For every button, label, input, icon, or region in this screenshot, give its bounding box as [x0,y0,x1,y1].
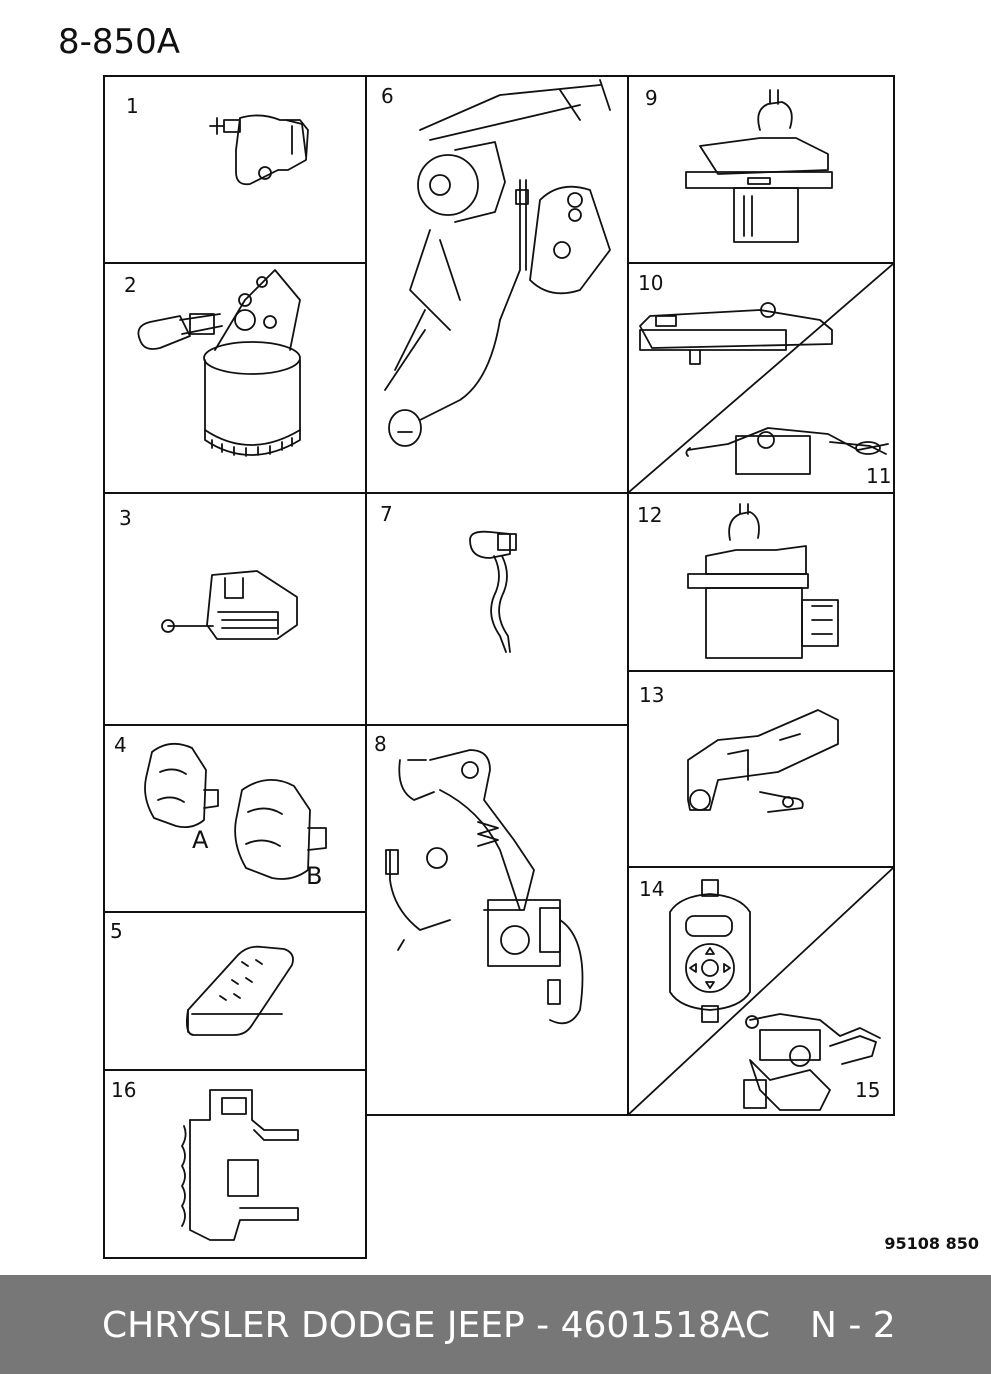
part-cell-1[interactable] [103,75,367,264]
part-4-switches [144,742,327,880]
part-cell-7[interactable] [365,492,629,726]
part-cell-3[interactable] [103,492,367,726]
part-12-actuator [687,503,839,659]
part-number-4: 4 [114,733,127,757]
reference-number: 95108 850 [884,1234,979,1253]
part-number-1: 1 [126,94,139,118]
part-9-resistor [685,89,833,243]
part-cell-4[interactable] [103,724,367,913]
part-cell-16[interactable] [103,1069,367,1259]
footer-bar: CHRYSLER DODGE JEEP - 4601518AC N - 2 [0,1275,991,1374]
part-cell-12[interactable] [627,492,895,672]
part-14-mirror-control [669,879,751,1023]
part-number-8: 8 [374,732,387,756]
part-number-7: 7 [380,502,393,526]
part-number-13: 13 [639,683,665,707]
part-2-oil-filter [137,269,301,457]
footer-part-info: CHRYSLER DODGE JEEP - 4601518AC [102,1305,771,1346]
sublabel-a: A [192,826,209,854]
part-15-ignition-assembly [743,1013,881,1111]
split-line-14-15 [628,867,894,1115]
part-number-14: 14 [639,877,665,901]
split-line-10-11 [628,263,894,493]
part-6-ignition [384,79,611,447]
part-number-9: 9 [645,86,658,110]
part-number-3: 3 [119,506,132,530]
part-10-module [639,302,833,365]
part-number-2: 2 [124,273,137,297]
part-8-mechanism [385,749,584,1025]
part-11-multifunction [685,427,889,475]
footer-page-number: N - 2 [810,1305,896,1346]
part-7-sensor [469,530,517,653]
part-number-5: 5 [110,919,123,943]
part-number-16: 16 [111,1078,137,1102]
part-1-switch [209,114,309,186]
diagram-code: 8-850A [58,22,181,62]
part-number-11: 11 [866,464,892,488]
part-16-bracket [181,1089,299,1241]
part-13-switch-bar [687,709,839,813]
part-number-10: 10 [638,271,664,295]
part-number-12: 12 [637,503,663,527]
sublabel-b: B [306,862,323,890]
part-cell-5[interactable] [103,911,367,1071]
part-3-brake-switch [161,570,298,640]
part-number-6: 6 [381,84,394,108]
part-number-15: 15 [855,1078,881,1102]
part-cell-13[interactable] [627,670,895,868]
part-5-window-switch [185,945,294,1036]
